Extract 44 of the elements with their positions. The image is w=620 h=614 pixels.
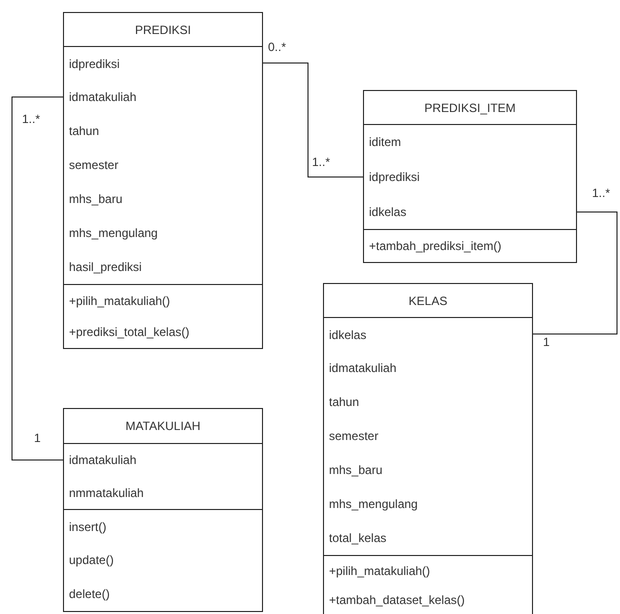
- attribute-text: mhs_baru: [69, 192, 122, 206]
- class-box: [63, 12, 263, 349]
- method-text: +tambah_dataset_kelas(): [329, 593, 465, 607]
- class-box: [63, 408, 263, 612]
- association-line: [532, 212, 618, 334]
- class-box: [363, 90, 577, 263]
- method-text: +pilih_matakuliah(): [69, 294, 170, 308]
- attribute-text: idkelas: [369, 204, 406, 218]
- attribute-text: idkelas: [329, 328, 366, 342]
- method-text: insert(): [69, 520, 106, 534]
- multiplicity-label: 0..*: [268, 40, 286, 54]
- method-text: update(): [69, 553, 114, 567]
- method-text: +tambah_prediksi_item(): [369, 239, 502, 253]
- multiplicity-label: 1..*: [312, 155, 330, 169]
- attribute-text: idmatakuliah: [329, 361, 396, 375]
- class-box: [323, 283, 533, 614]
- class-name: MATAKULIAH: [124, 419, 202, 433]
- attribute-text: semester: [329, 429, 378, 443]
- attribute-text: semester: [69, 158, 118, 172]
- attribute-text: total_kelas: [329, 531, 386, 545]
- attribute-text: mhs_baru: [329, 463, 382, 477]
- attribute-text: idprediksi: [69, 56, 120, 70]
- method-text: +prediksi_total_kelas(): [69, 325, 190, 339]
- attribute-text: tahun: [329, 395, 360, 409]
- attribute-text: hasil_prediksi: [69, 260, 142, 274]
- multiplicity-label: 1..*: [592, 186, 610, 200]
- attribute-text: mhs_mengulang: [69, 226, 158, 240]
- multiplicity-label: 1: [34, 431, 41, 445]
- method-text: +pilih_matakuliah(): [329, 564, 430, 578]
- method-text: delete(): [69, 587, 110, 601]
- attribute-text: tahun: [69, 124, 100, 138]
- class-name: PREDIKSI: [134, 22, 192, 36]
- class-name: KELAS: [408, 294, 448, 308]
- attribute-text: idprediksi: [369, 170, 420, 184]
- attribute-text: mhs_mengulang: [329, 497, 418, 511]
- attribute-text: nmmatakuliah: [69, 486, 144, 500]
- association-line: [262, 62, 364, 178]
- multiplicity-label: 1: [543, 335, 550, 349]
- attribute-text: idmatakuliah: [69, 453, 136, 467]
- multiplicity-label: 1..*: [22, 112, 40, 126]
- class-name: PREDIKSI_ITEM: [423, 100, 517, 114]
- attribute-text: iditem: [369, 135, 402, 149]
- attribute-text: idmatakuliah: [69, 90, 136, 104]
- association-line: [12, 96, 64, 460]
